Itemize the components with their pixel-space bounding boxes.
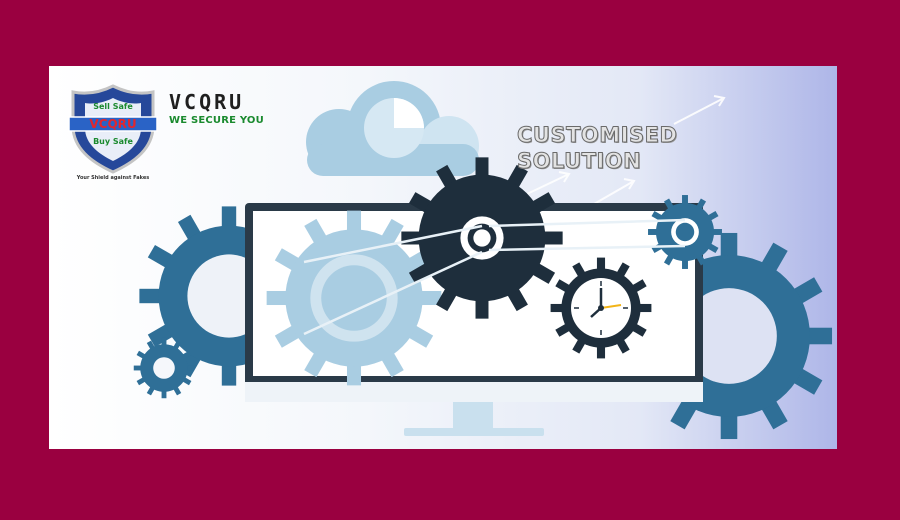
gear-icon	[123, 327, 206, 410]
badge-top-text: Sell Safe	[93, 102, 133, 111]
brand-tagline: WE SECURE YOU	[169, 115, 264, 126]
badge-bottom-text: Buy Safe	[93, 137, 133, 146]
cloud-icon	[306, 81, 479, 176]
headline-line-2: SOLUTION	[516, 149, 642, 174]
gear-icon	[372, 128, 592, 348]
gear-icon	[235, 179, 474, 418]
brand-name: VCQRU	[169, 90, 245, 114]
clock-icon	[532, 239, 670, 377]
headline: CUSTOMISED SOLUTION	[516, 122, 678, 174]
badge-ribbon-text: Your Shield against Fakes	[76, 175, 149, 181]
headline-line-1: CUSTOMISED	[516, 123, 678, 148]
arrow-up-icon	[526, 95, 726, 205]
banner: Sell Safe VCQRU Buy Safe Your Shield aga…	[49, 66, 837, 449]
badge-center-text: VCQRU	[89, 117, 136, 131]
belt-lines	[303, 218, 686, 336]
brand-block: VCQRU WE SECURE YOU	[169, 92, 264, 126]
shield-logo-icon: Sell Safe VCQRU Buy Safe Your Shield aga…	[68, 84, 158, 181]
illustration	[49, 81, 837, 449]
